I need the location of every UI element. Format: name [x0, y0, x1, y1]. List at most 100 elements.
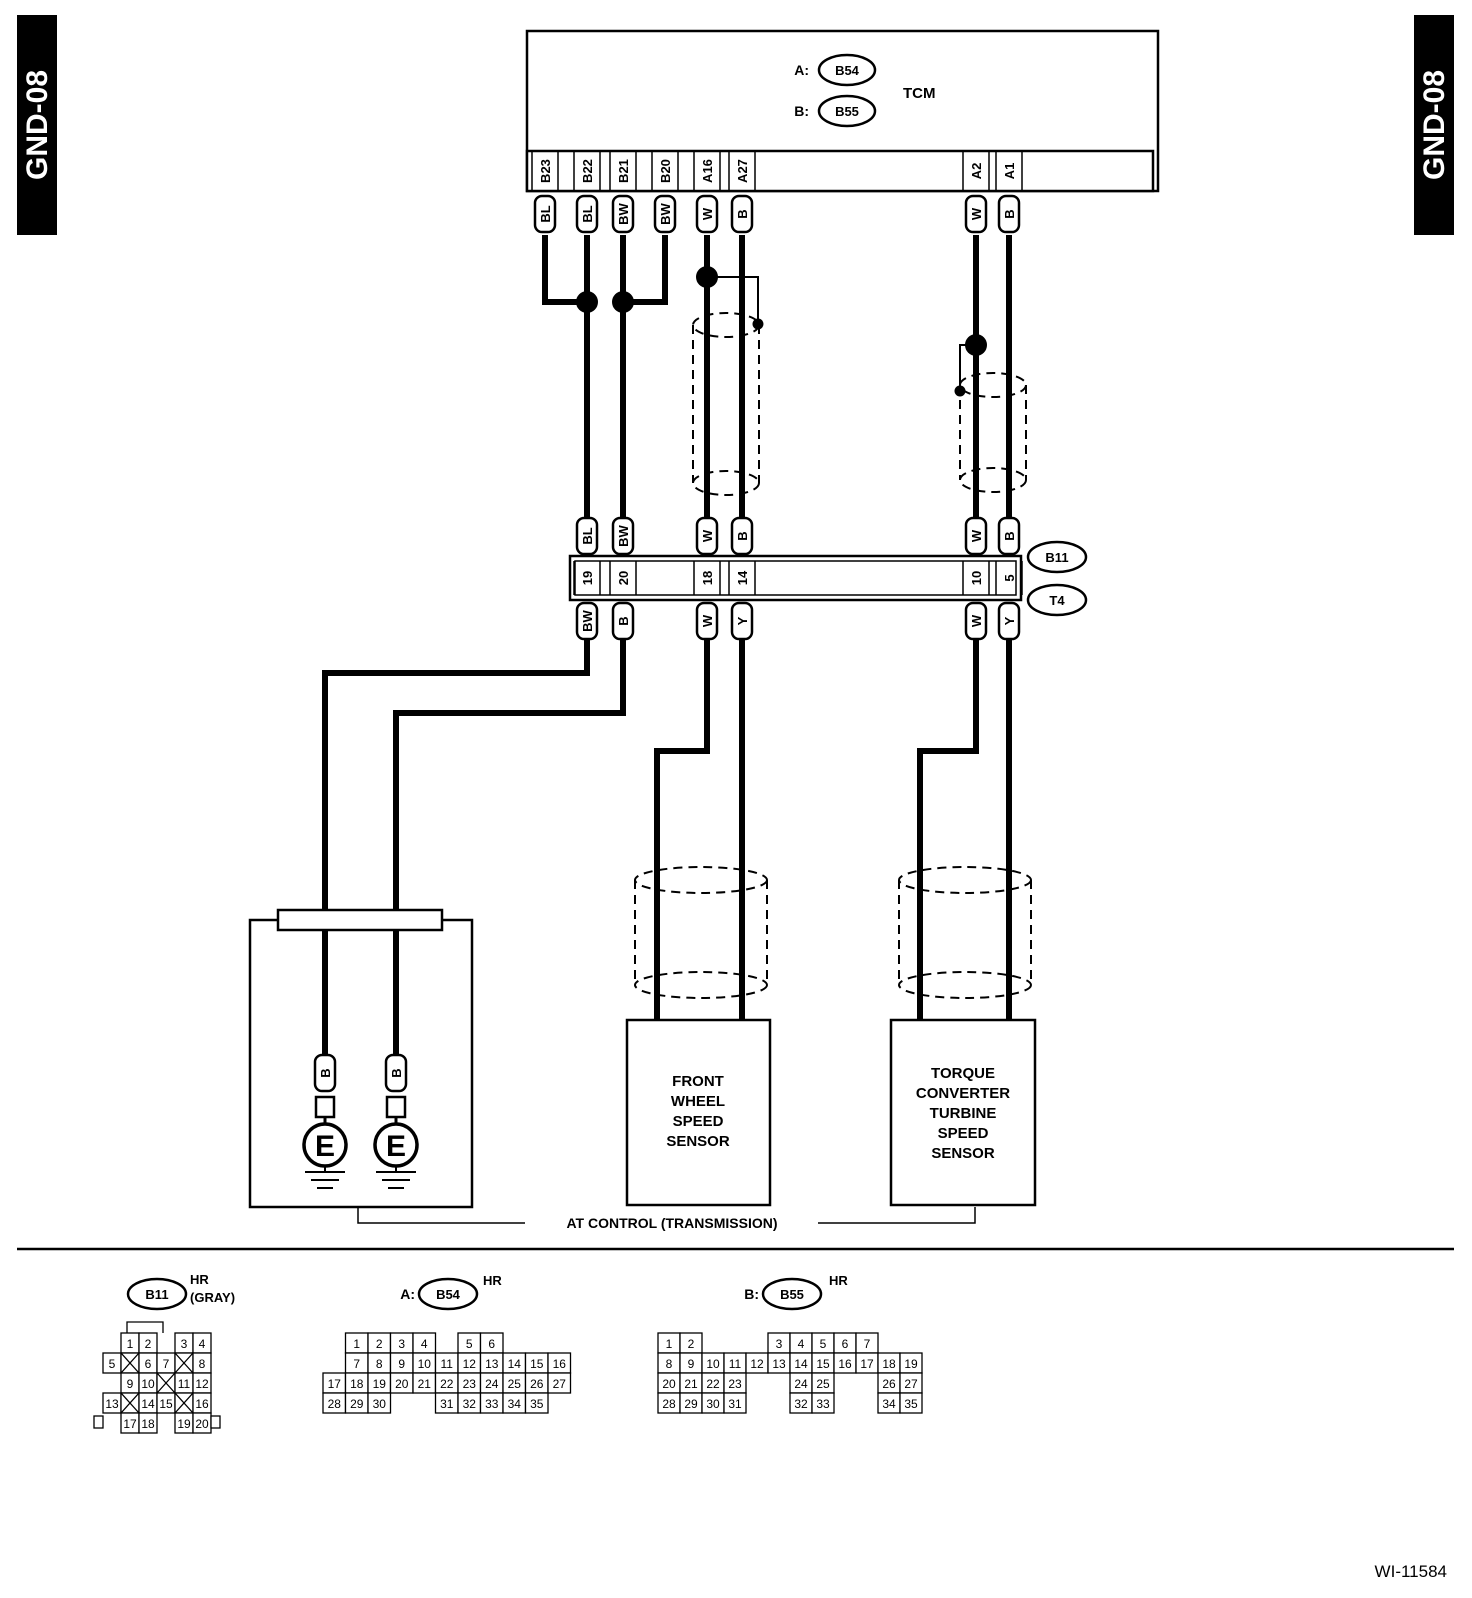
- pin-cell: 18: [882, 1357, 896, 1371]
- tcm-pin-number: B21: [616, 159, 631, 183]
- tcm-pin-number: B22: [580, 159, 595, 183]
- pin-cell: 8: [666, 1357, 673, 1371]
- pin-cell: 10: [418, 1357, 432, 1371]
- legend-b54-header: A: B54 HR: [400, 1273, 502, 1311]
- pin-cell: 29: [684, 1397, 698, 1411]
- pin-cell: 9: [398, 1357, 405, 1371]
- pin-cell: 22: [706, 1377, 720, 1391]
- pin-cell: 12: [463, 1357, 477, 1371]
- pin-cell: 6: [145, 1357, 152, 1371]
- pin-cell: 15: [159, 1397, 173, 1411]
- pin-cell: 14: [794, 1357, 808, 1371]
- pin-cell: 6: [488, 1337, 495, 1351]
- pin-cell: 3: [398, 1337, 405, 1351]
- pin-cell: 32: [794, 1397, 808, 1411]
- pin-cell: 10: [141, 1377, 155, 1391]
- connector-t4-id: T4: [1049, 593, 1065, 608]
- pin-cell: 28: [662, 1397, 676, 1411]
- ground-terminal-1: BE: [302, 1053, 348, 1189]
- pin-cell: 6: [842, 1337, 849, 1351]
- pin-cell: 2: [688, 1337, 695, 1351]
- page-tag-right: GND-08: [1414, 15, 1454, 235]
- page-tag-left-text: GND-08: [21, 70, 54, 180]
- pin-cell: 22: [440, 1377, 454, 1391]
- tcm-pin-A2: A2W: [962, 151, 990, 234]
- legend-b54-prefix: A:: [400, 1286, 415, 1302]
- pin-cell: 25: [508, 1377, 522, 1391]
- legend-b11-color: (GRAY): [190, 1290, 235, 1305]
- pin-cell: 29: [350, 1397, 364, 1411]
- pin-cell: 24: [485, 1377, 499, 1391]
- at-control-label: AT CONTROL (TRANSMISSION): [566, 1215, 777, 1231]
- pin-cell: 17: [328, 1377, 342, 1391]
- tcm-pin-A1: A1B: [995, 151, 1023, 234]
- pin-cell: 14: [141, 1397, 155, 1411]
- junction-dot: [576, 291, 598, 313]
- pin-cell: 12: [195, 1377, 209, 1391]
- legend-b11-header: B11 HR (GRAY): [126, 1272, 235, 1311]
- tcm-label: TCM: [903, 85, 936, 102]
- pin-cell: 13: [772, 1357, 786, 1371]
- pin-cell: 13: [485, 1357, 499, 1371]
- pin-cell: 24: [794, 1377, 808, 1391]
- tcm-pin-number: B23: [538, 159, 553, 183]
- pin-cell: 27: [904, 1377, 918, 1391]
- front-wheel-sensor-label-line: SPEED: [673, 1113, 724, 1130]
- tcm-wire-color: W: [700, 207, 715, 220]
- pin-cell: 16: [553, 1357, 567, 1371]
- tcm-wire-color: B: [735, 209, 750, 218]
- pin-cell: 1: [353, 1337, 360, 1351]
- tcm-pin-number: A16: [700, 159, 715, 183]
- pin-cell: 25: [816, 1377, 830, 1391]
- tcm-conn-a-id: B54: [835, 63, 860, 78]
- connector-t4-oval: [1026, 583, 1088, 617]
- mid-upper-wire-color: W: [969, 529, 984, 542]
- pin-cell: 12: [750, 1357, 764, 1371]
- pin-cell: 32: [463, 1397, 477, 1411]
- pin-cell: 1: [666, 1337, 673, 1351]
- pin-cell: 34: [508, 1397, 522, 1411]
- tcm-wire-color: BW: [658, 202, 673, 224]
- ground-terminal-2: BE: [373, 1053, 419, 1189]
- shield-turbine-lower: [898, 866, 1032, 999]
- junction-dot: [612, 291, 634, 313]
- turbine-sensor-label-line: SPEED: [938, 1125, 989, 1142]
- tcm-conn-a-oval: [817, 53, 877, 87]
- legend-b55-id: B55: [780, 1287, 804, 1302]
- pin-cell: 21: [418, 1377, 432, 1391]
- pin-cell: 18: [141, 1417, 155, 1431]
- pin-cell: 19: [177, 1417, 191, 1431]
- legend-b54-id: B54: [436, 1287, 461, 1302]
- page-tag-right-text: GND-08: [1418, 70, 1451, 180]
- tcm-wire-color: BL: [538, 205, 553, 222]
- legend-b55-type: HR: [829, 1273, 848, 1288]
- pin-cell: 33: [816, 1397, 830, 1411]
- pin-cell: 33: [485, 1397, 499, 1411]
- pin-cell: 16: [195, 1397, 209, 1411]
- pin-cell: 4: [421, 1337, 428, 1351]
- page-tag-left: GND-08: [17, 15, 57, 235]
- ground-symbol: E: [386, 1130, 406, 1163]
- tcm-wire-color: W: [969, 207, 984, 220]
- pin-cell: 20: [662, 1377, 676, 1391]
- tcm-conn-b-oval: [817, 94, 877, 128]
- legend-b11-id: B11: [145, 1287, 168, 1302]
- mid-pin-number: 10: [969, 571, 984, 585]
- ground-symbol: E: [315, 1130, 335, 1163]
- pin-cell: 28: [328, 1397, 342, 1411]
- tcm-conn-b-id: B55: [835, 104, 859, 119]
- pin-cell: 9: [688, 1357, 695, 1371]
- pin-cell: 21: [684, 1377, 698, 1391]
